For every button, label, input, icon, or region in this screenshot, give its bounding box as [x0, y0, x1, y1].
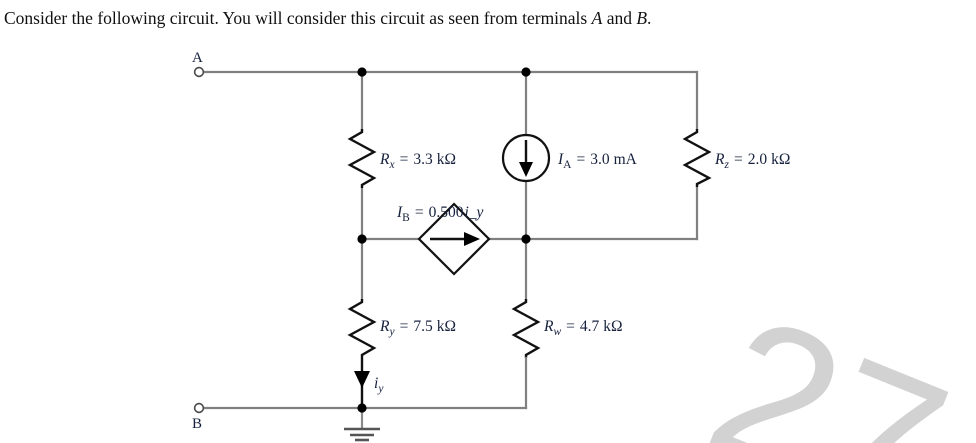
resistor-ry-zigzag — [347, 299, 377, 358]
terminal-a-circle — [193, 66, 205, 78]
dependent-source-ib-value: 0.500 — [429, 204, 464, 221]
resistor-ry-equals: = — [400, 318, 409, 335]
terminal-b: B — [192, 402, 205, 432]
ground-symbol — [344, 427, 380, 442]
resistor-rz — [682, 129, 712, 187]
current-source-ia-equals: = — [576, 151, 585, 168]
resistor-rz-value: 2.0 — [748, 151, 768, 168]
dependent-source-ib-equals: = — [415, 204, 424, 221]
wire-network — [203, 70, 699, 428]
dependent-source-ib — [417, 202, 491, 276]
resistor-rz-subscript: z — [723, 159, 729, 171]
resistor-rx-equals: = — [400, 151, 409, 168]
prompt-terminal-a: A — [591, 8, 603, 28]
dependent-source-ib-label: IB = 0.500i_y — [396, 204, 484, 224]
dependent-source-ib-subscript: B — [402, 212, 410, 224]
terminal-b-circle — [193, 402, 205, 414]
current-iy-arrow — [354, 371, 370, 388]
svg-text:IB=0.500i_y: IB = 0.500i_y — [396, 204, 484, 224]
svg-text:iy: iy — [374, 375, 384, 395]
node-dot-mid-left — [357, 234, 367, 244]
svg-text:Rx=3.3kΩ: Rx =3.3kΩ — [379, 151, 456, 171]
resistor-rx-subscript: x — [388, 159, 395, 171]
watermark-text: 27 — [684, 273, 974, 443]
resistor-rw-subscript: w — [553, 326, 561, 338]
resistor-rx-zigzag — [347, 129, 377, 188]
resistor-rx — [347, 129, 377, 188]
resistor-rx-symbol: R — [379, 151, 390, 168]
resistor-ry-value: 7.5 — [413, 318, 433, 335]
svg-text:Ry=7.5kΩ: Ry =7.5kΩ — [379, 318, 456, 338]
resistor-rz-zigzag — [682, 129, 712, 187]
current-source-ia-circle — [501, 133, 551, 183]
resistor-rz-unit: kΩ — [771, 151, 790, 168]
resistor-ry-subscript: y — [388, 326, 395, 338]
resistor-ry-symbol: R — [379, 318, 390, 335]
resistor-rx-unit: kΩ — [437, 151, 456, 168]
current-source-ia-value: 3.0 — [590, 151, 610, 168]
node-dot-bottom — [357, 403, 367, 413]
circuit-diagram: 27 — [0, 40, 976, 443]
terminal-b-label: B — [192, 416, 202, 432]
node-dot-top-left — [357, 67, 367, 77]
current-source-ia-unit: mA — [614, 151, 638, 168]
prompt-text: Consider the following circuit. You will… — [4, 6, 651, 30]
current-iy-subscript: y — [377, 383, 384, 395]
resistor-rw-symbol: R — [543, 318, 554, 335]
svg-text:Rz=2.0kΩ: Rz = 2.0kΩ — [714, 151, 790, 171]
current-source-ia-arrow-head — [519, 162, 533, 177]
dependent-source-ib-diamond — [417, 202, 491, 276]
prompt-segment-1: Consider the following circuit. You will… — [4, 8, 592, 28]
node-dot-top-middle — [521, 67, 531, 77]
resistor-rw-equals: = — [566, 318, 575, 335]
resistor-rw-value: 4.7 — [580, 318, 600, 335]
terminal-a: A — [192, 50, 205, 78]
resistor-rw-unit: kΩ — [603, 318, 622, 335]
svg-text:IA=3.0mA: IA = 3.0mA — [557, 151, 638, 171]
node-dot-mid-middle — [521, 234, 531, 244]
resistor-rz-equals: = — [734, 151, 743, 168]
current-iy-arrow-head — [354, 371, 370, 388]
prompt-segment-3: . — [647, 8, 652, 28]
node-dots — [357, 67, 531, 413]
current-iy-label: iy — [374, 375, 384, 395]
watermark: 27 — [684, 273, 974, 443]
prompt-segment-2: and — [602, 8, 637, 28]
resistor-rz-symbol: R — [714, 151, 725, 168]
resistor-rx-value: 3.3 — [413, 151, 433, 168]
current-source-ia-subscript: A — [563, 159, 572, 171]
resistor-rw-zigzag — [511, 299, 541, 358]
terminal-a-label: A — [192, 50, 203, 66]
resistor-rw — [360, 237, 541, 410]
dependent-source-ib-symbol: I — [396, 204, 403, 221]
current-iy-symbol: i — [374, 375, 378, 392]
prompt-terminal-b: B — [636, 8, 648, 28]
current-source-ia-symbol: I — [557, 151, 564, 168]
resistor-ry-unit: kΩ — [437, 318, 456, 335]
dependent-source-ib-arrow-head — [464, 232, 480, 246]
current-source-ia — [501, 133, 551, 183]
dependent-source-ib-unit: i_y — [464, 204, 483, 221]
svg-text:Rw=4.7kΩ: Rw = 4.7kΩ — [543, 318, 623, 338]
